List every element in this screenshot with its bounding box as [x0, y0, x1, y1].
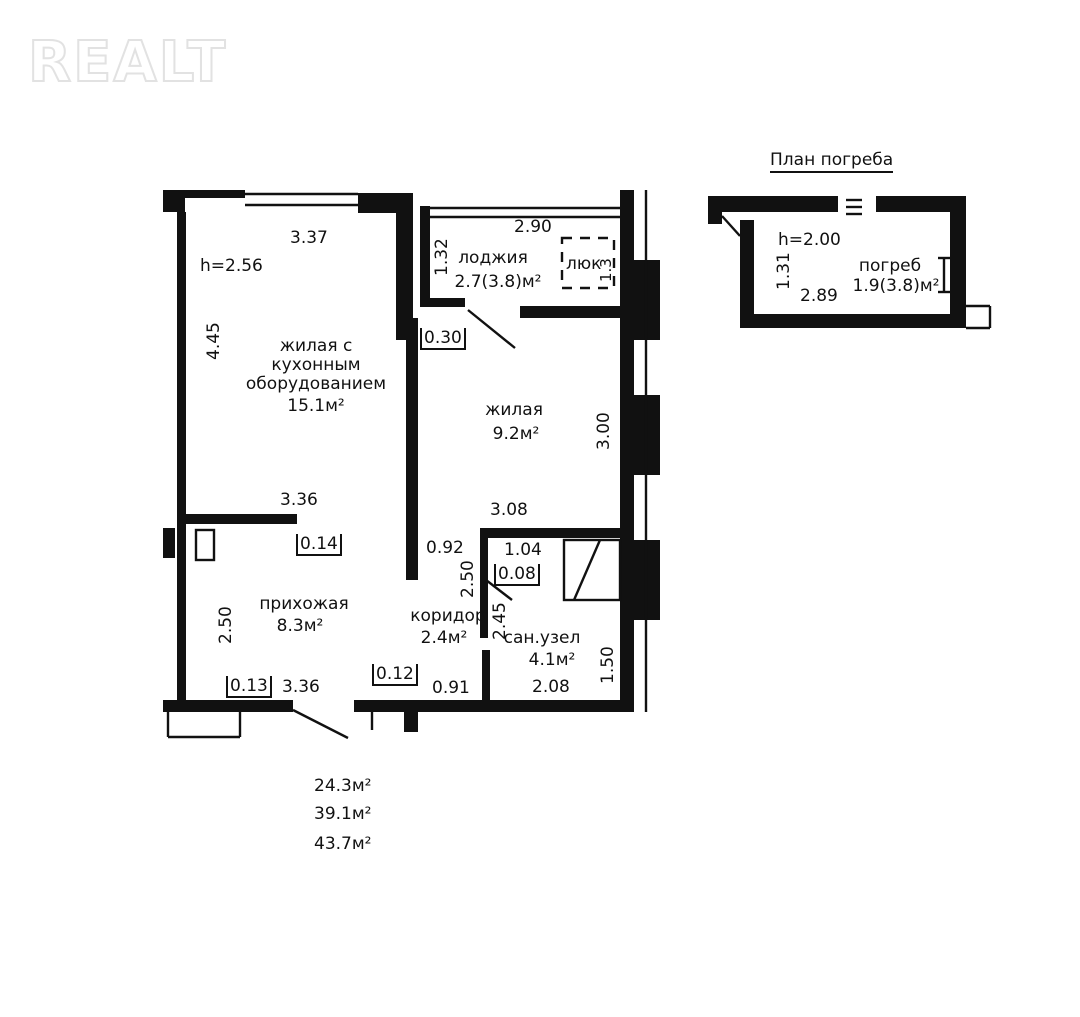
realt-watermark-logo: REALT — [27, 29, 228, 96]
hatch-outline — [560, 236, 616, 290]
dim-2-89: 2.89 — [800, 286, 838, 306]
room-hallway-area: 8.3м² — [276, 616, 324, 636]
room-living: жилая — [485, 400, 543, 420]
dim-3-00: 3.00 — [594, 412, 614, 450]
dim-4-45: 4.45 — [204, 322, 224, 360]
room-cellar-area: 1.9(3.8)м² — [852, 276, 940, 296]
room-living-kitchen-area: 15.1м² — [287, 396, 345, 416]
dim-1-04: 1.04 — [504, 540, 542, 560]
dim-1-50: 1.50 — [598, 646, 618, 684]
dim-0-30: 0.30 — [420, 328, 466, 350]
hatch-label: люк — [566, 254, 602, 274]
room-living-kitchen-line1: жилая с — [279, 336, 353, 356]
total-area-with-extras: 43.7м² — [314, 834, 372, 854]
room-loggia: лоджия — [458, 248, 528, 268]
dim-2-08: 2.08 — [532, 677, 570, 697]
dim-2-90: 2.90 — [514, 217, 552, 237]
room-hallway: прихожая — [259, 594, 349, 614]
room-bathroom: сан.узел — [503, 628, 581, 648]
dim-1-32: 1.32 — [432, 238, 452, 276]
dim-2-50-corridor: 2.50 — [458, 560, 478, 598]
dim-0-92: 0.92 — [426, 538, 464, 558]
room-living-area: 9.2м² — [492, 424, 540, 444]
room-corridor-area: 2.4м² — [420, 628, 468, 648]
dim-0-13: 0.13 — [226, 676, 272, 698]
dim-3-36-hallway: 3.36 — [282, 677, 320, 697]
room-living-kitchen-line3: оборудованием — [245, 374, 387, 394]
total-living-area: 24.3м² — [314, 776, 372, 796]
room-bathroom-area: 4.1м² — [528, 650, 576, 670]
cellar-plan-title: План погреба — [770, 150, 894, 173]
dim-1-31: 1.31 — [774, 252, 794, 290]
height-cellar: h=2.00 — [778, 230, 841, 250]
dim-1-3: 1.3 — [597, 258, 615, 282]
cellar-walls — [708, 196, 992, 330]
dim-0-14: 0.14 — [296, 534, 342, 556]
room-cellar: погреб — [858, 256, 922, 276]
height-main: h=2.56 — [200, 256, 263, 276]
dim-0-91: 0.91 — [432, 678, 470, 698]
dim-3-36-kitchen: 3.36 — [280, 490, 318, 510]
dim-0-12: 0.12 — [372, 664, 418, 686]
room-corridor: коридор — [410, 606, 486, 626]
apartment-walls — [163, 190, 660, 740]
room-loggia-area: 2.7(3.8)м² — [454, 272, 542, 292]
total-area: 39.1м² — [314, 804, 372, 824]
dim-3-37: 3.37 — [290, 228, 328, 248]
room-living-kitchen-line2: кухонным — [271, 355, 361, 375]
dim-0-08: 0.08 — [494, 564, 540, 586]
dim-3-08: 3.08 — [490, 500, 528, 520]
dim-2-50-hallway: 2.50 — [216, 606, 236, 644]
